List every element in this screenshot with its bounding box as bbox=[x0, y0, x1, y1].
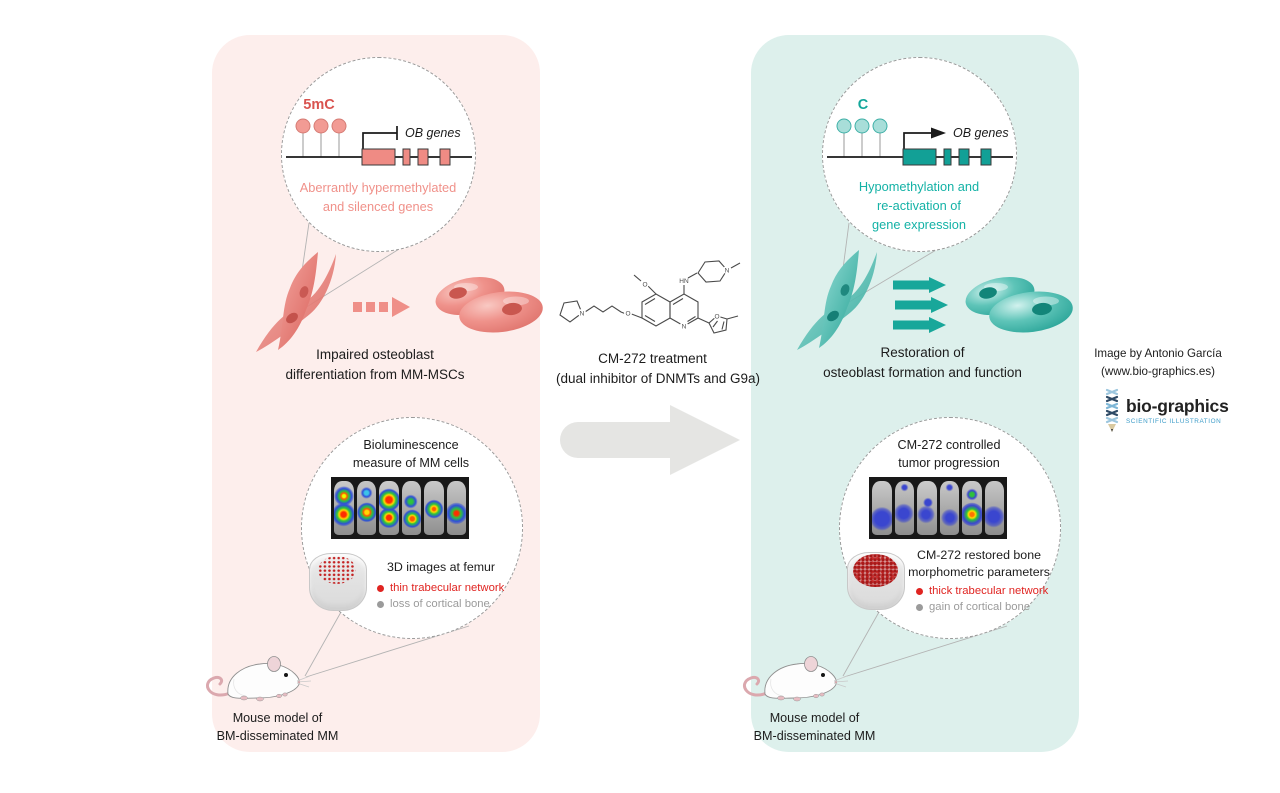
bone-findings-list-treated: thick trabecular network gain of cortica… bbox=[916, 585, 1048, 617]
biolum-mouse bbox=[894, 481, 914, 535]
svg-text:N: N bbox=[580, 311, 585, 318]
cm272-chemical-structure: N O O N HN N O bbox=[559, 260, 741, 334]
bioluminescence-image-treated bbox=[869, 477, 1007, 539]
osteoblast-cells-treated bbox=[965, 276, 1073, 333]
logo-tagline: SCIENTIFIC ILLUSTRATION bbox=[1126, 417, 1222, 425]
reactivation-caption: Hypomethylation and re-activation of gen… bbox=[858, 179, 980, 233]
restored-differentiation-arrows bbox=[893, 277, 948, 333]
mouse-illustration-left bbox=[206, 656, 312, 702]
silenced-gene-diagram: 5mC OB genes bbox=[286, 97, 472, 166]
msc-cells-treated bbox=[797, 250, 877, 350]
red-bullet-icon bbox=[377, 584, 384, 592]
impaired-differentiation-arrow bbox=[353, 297, 410, 317]
biolum-mouse bbox=[424, 481, 444, 535]
bioluminescence-image-untreated bbox=[331, 477, 469, 539]
reactivated-gene-diagram: C OB genes bbox=[827, 97, 1013, 166]
red-bullet-icon bbox=[916, 587, 923, 595]
biolum-mouse bbox=[917, 481, 937, 535]
svg-text:HN: HN bbox=[679, 278, 689, 285]
msc-cells-diseased bbox=[256, 252, 336, 352]
biolum-mouse bbox=[401, 481, 421, 535]
osteoblast-cells-diseased bbox=[435, 276, 543, 333]
ob-genes-label: OB genes bbox=[953, 126, 1009, 140]
active-transcription-arrow bbox=[903, 132, 931, 152]
femur-3d-image-treated bbox=[843, 546, 909, 614]
gene-exons-active bbox=[902, 148, 992, 166]
svg-text:O: O bbox=[642, 282, 647, 289]
femur-images-label: 3D images at femur bbox=[386, 560, 496, 574]
mouse-ear bbox=[267, 656, 281, 672]
thin-trabecular-spots bbox=[318, 556, 356, 584]
image-credit: Image by Antonio García (www.bio-graphic… bbox=[1094, 347, 1222, 378]
methyl-lollipops bbox=[295, 118, 347, 134]
svg-text:O: O bbox=[714, 314, 719, 321]
dna-pencil-icon bbox=[1105, 388, 1119, 432]
mouse-ear bbox=[804, 656, 818, 672]
bioluminescence-title: Bioluminescence measure of MM cells bbox=[352, 438, 470, 470]
bio-graphics-logo: bio-graphics SCIENTIFIC ILLUSTRATION bbox=[1104, 387, 1229, 433]
svg-text:O: O bbox=[625, 311, 630, 318]
silenced-genes-caption: Aberrantly hypermethylated and silenced … bbox=[299, 180, 457, 214]
mouse-model-caption-left: Mouse model of BM-disseminated MM bbox=[216, 711, 339, 744]
cytosine-mark-label: C bbox=[858, 97, 869, 113]
grey-bullet-icon bbox=[916, 603, 923, 611]
grey-bullet-icon bbox=[377, 600, 384, 608]
biolum-mouse bbox=[379, 481, 399, 535]
bone-findings-list-untreated: thin trabecular network loss of cortical… bbox=[377, 582, 504, 614]
treatment-subtitle: (dual inhibitor of DNMTs and G9a) bbox=[555, 371, 761, 386]
treatment-transition-arrow bbox=[560, 405, 740, 475]
treatment-title: CM-272 treatment bbox=[598, 351, 707, 366]
biolum-mouse bbox=[356, 481, 376, 535]
methylation-mark-label: 5mC bbox=[303, 97, 335, 113]
thick-trabecular-spots bbox=[853, 554, 898, 587]
logo-wordmark: bio-graphics bbox=[1126, 395, 1229, 416]
biolum-mouse bbox=[939, 481, 959, 535]
gene-exons-silenced bbox=[361, 148, 451, 166]
tumor-progression-title: CM-272 controlled tumor progression bbox=[897, 438, 1001, 470]
mouse-eye bbox=[821, 673, 825, 677]
svg-text:N: N bbox=[725, 268, 730, 275]
biolum-mouse bbox=[446, 481, 466, 535]
biolum-mouse bbox=[872, 481, 892, 535]
blocked-transcription-arrow bbox=[362, 132, 397, 152]
unmethylated-lollipops bbox=[836, 118, 888, 134]
biolum-mouse bbox=[984, 481, 1004, 535]
mouse-model-caption-right: Mouse model of BM-disseminated MM bbox=[753, 711, 876, 744]
biolum-mouse bbox=[334, 481, 354, 535]
mouse-illustration-right bbox=[743, 656, 849, 702]
biolum-mouse bbox=[962, 481, 982, 535]
femur-3d-image-untreated bbox=[305, 547, 371, 615]
impaired-osteoblast-caption: Impaired osteoblast differentiation from… bbox=[285, 347, 465, 383]
ob-genes-label: OB genes bbox=[405, 126, 461, 140]
mouse-eye bbox=[284, 673, 288, 677]
restored-bone-label: CM-272 restored bone morphometric parame… bbox=[908, 548, 1050, 580]
restoration-caption: Restoration of osteoblast formation and … bbox=[823, 345, 1022, 381]
svg-text:N: N bbox=[682, 324, 687, 331]
